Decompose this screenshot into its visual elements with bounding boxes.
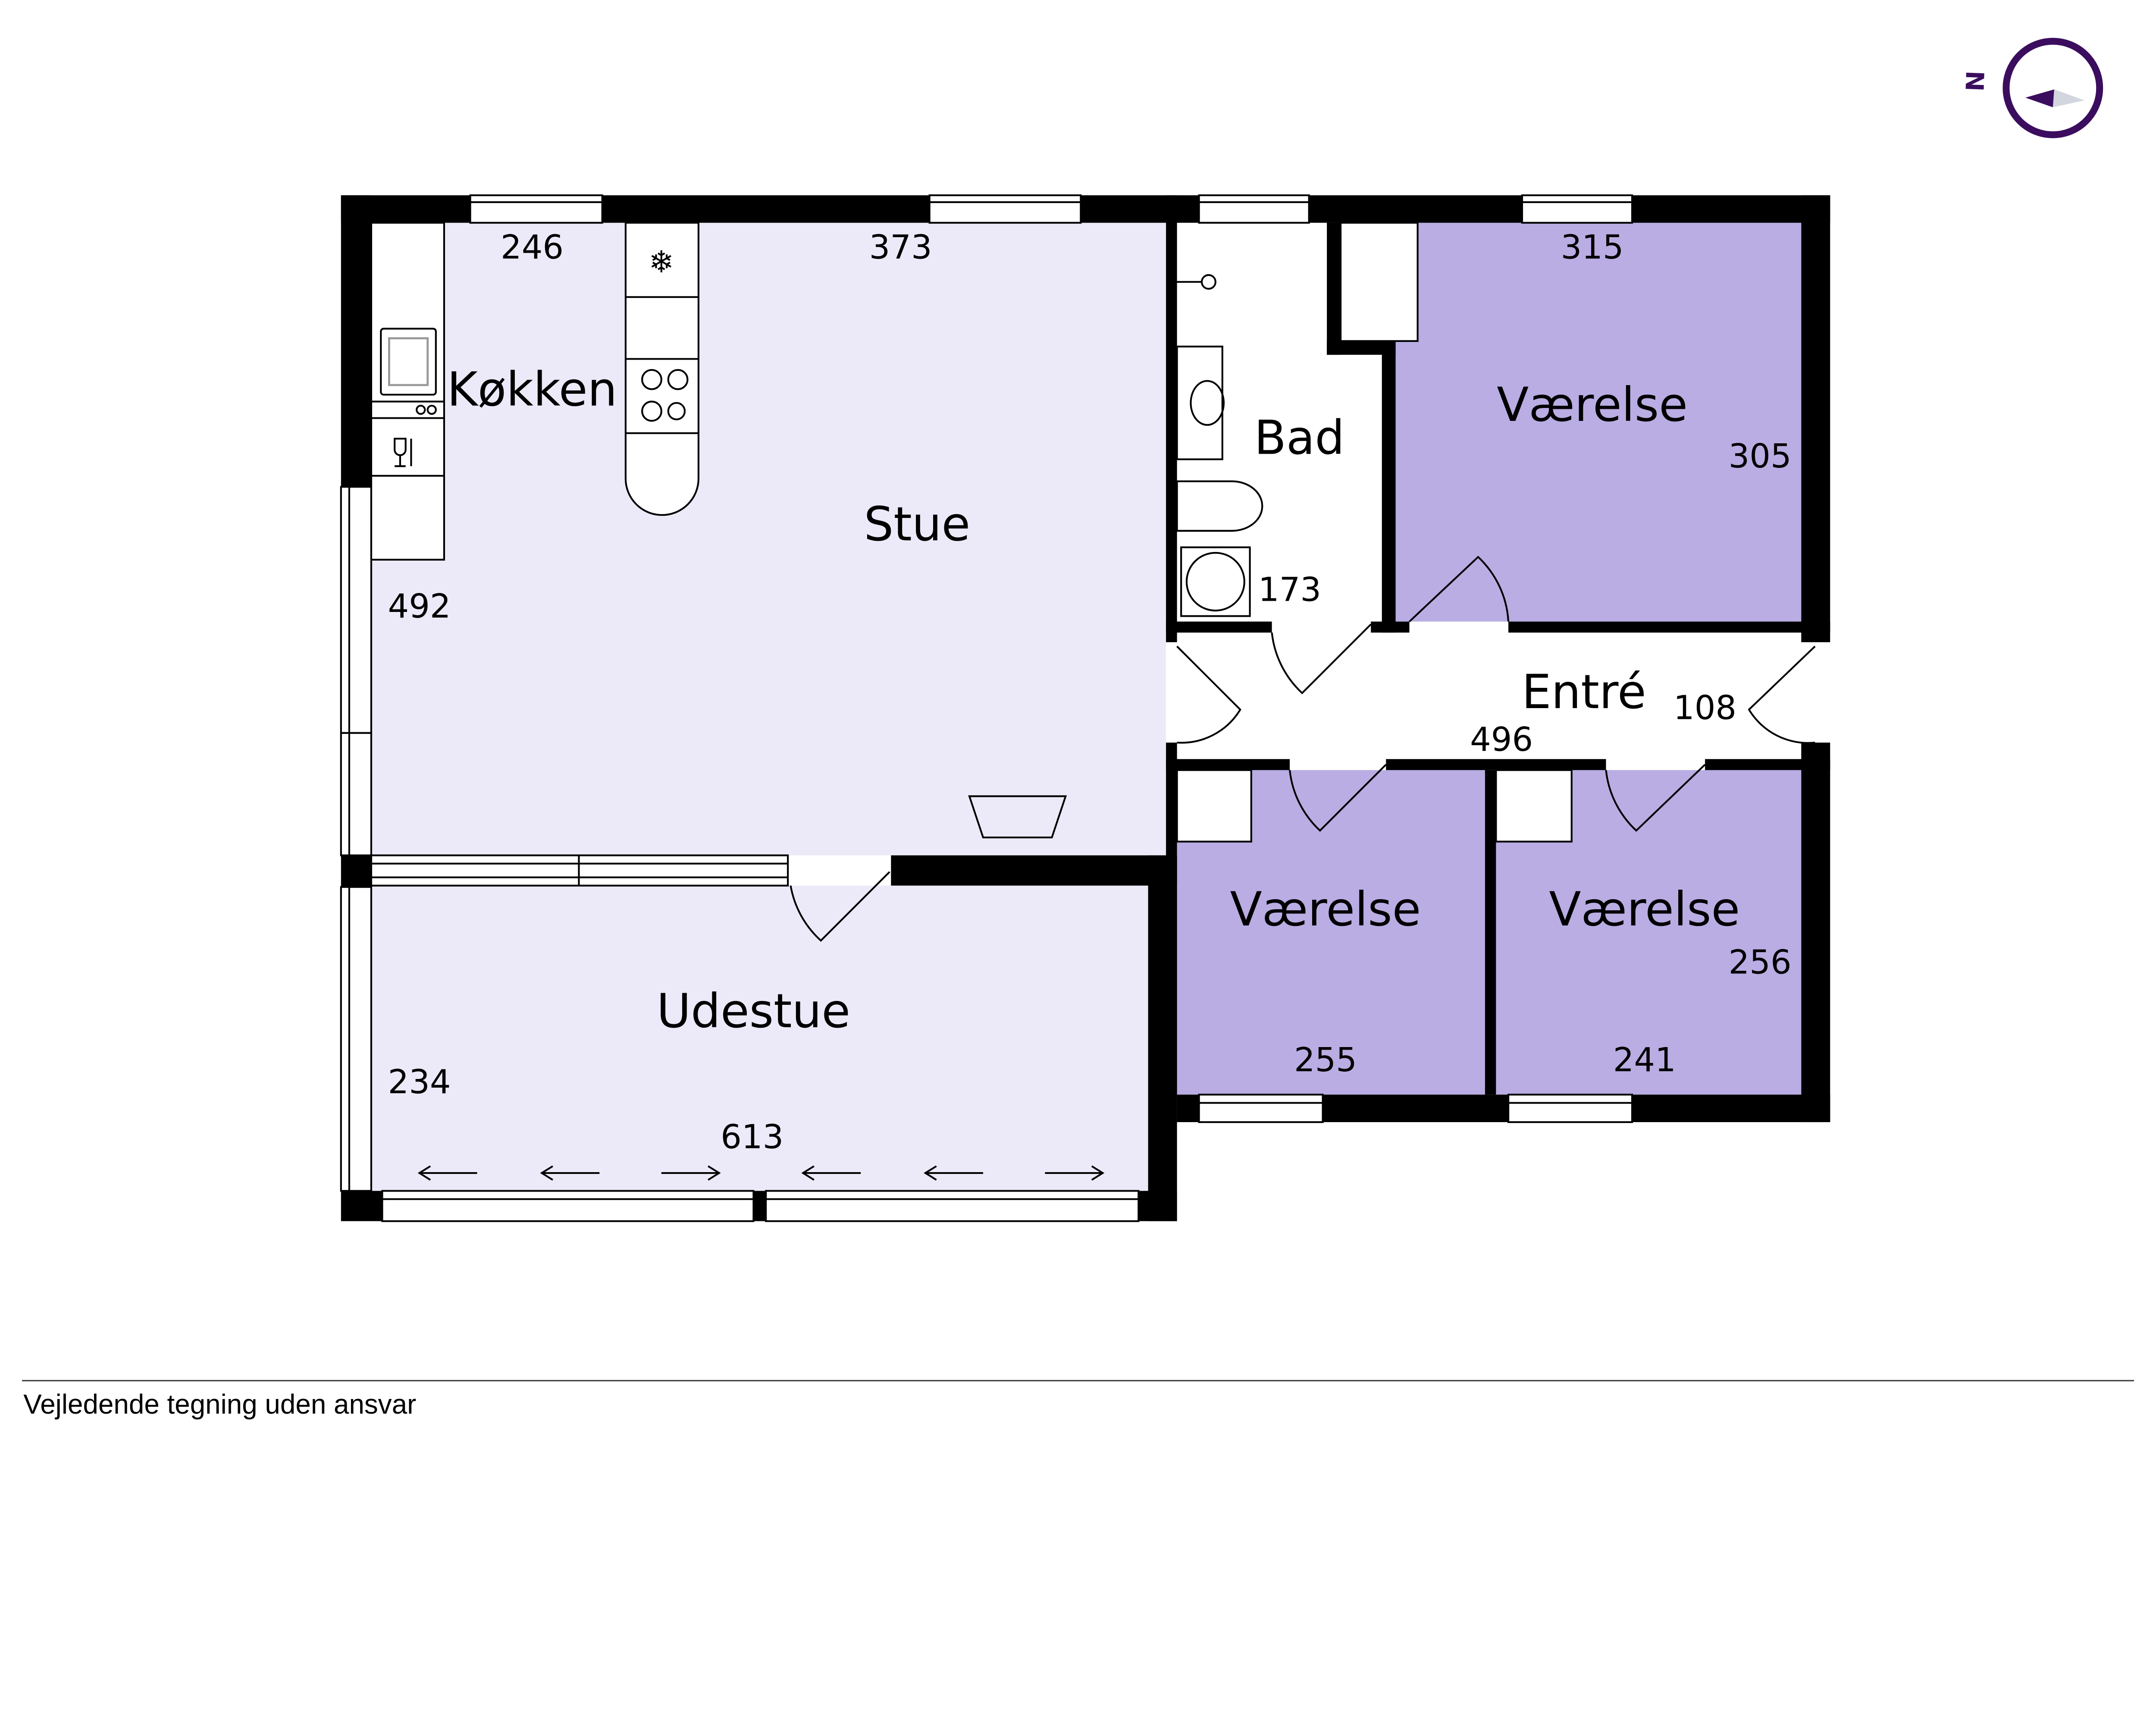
sliding-door-arrows [417, 1165, 1105, 1181]
room-label-vaerelse-3: Værelse [1549, 882, 1740, 937]
dim-bad: 173 [1258, 571, 1321, 609]
dishwasher-icon [394, 438, 412, 467]
room-label-vaerelse-2: Værelse [1230, 882, 1421, 937]
room-label-vaerelse-1: Værelse [1497, 377, 1688, 432]
stue-floor [371, 223, 1166, 856]
closet [1176, 769, 1252, 843]
stove-icon [641, 369, 689, 422]
room-label-udestue: Udestue [657, 984, 850, 1038]
dim-vaerelse-1-side: 305 [1729, 437, 1792, 476]
dim-vaerelse-3-bottom: 241 [1613, 1041, 1676, 1079]
room-label-bad: Bad [1254, 410, 1345, 465]
room-label-entre: Entré [1522, 665, 1646, 719]
floor-plan: ❄ Køkken 246 Stue 373 492 Bad 173 Værels… [22, 38, 2134, 1420]
room-label-stue: Stue [864, 497, 971, 552]
compass-north-label: N [1961, 70, 1990, 92]
freezer-icon: ❄ [649, 244, 674, 279]
dim-kokken: 246 [501, 228, 564, 267]
dim-vaerelse-3-side: 256 [1729, 944, 1792, 982]
dim-stue-top: 373 [869, 228, 932, 267]
closet [1339, 222, 1419, 342]
footer-disclaimer: Vejledende tegning uden ansvar [23, 1389, 416, 1420]
kitchen-island: ❄ [624, 222, 699, 516]
room-label-kokken: Køkken [447, 362, 617, 417]
vaerelse1-floor [1395, 223, 1802, 622]
dim-entre-bottom: 496 [1470, 721, 1533, 759]
kitchen-counter [370, 222, 445, 561]
closet [1495, 769, 1573, 843]
windows [340, 194, 1633, 1222]
udestue-floor [371, 885, 1148, 1191]
dim-entre-side: 108 [1673, 689, 1736, 728]
dim-udestue-side: 234 [388, 1063, 451, 1101]
fireplace-icon [968, 795, 1067, 839]
dim-vaerelse-1-top: 315 [1561, 228, 1624, 267]
bathroom-fixtures [1176, 274, 1263, 617]
dim-udestue-bottom: 613 [721, 1118, 783, 1157]
dim-stue-side: 492 [388, 587, 451, 626]
compass-icon: N [1961, 38, 2103, 138]
doors [790, 555, 1816, 942]
dim-vaerelse-2: 255 [1294, 1041, 1357, 1079]
